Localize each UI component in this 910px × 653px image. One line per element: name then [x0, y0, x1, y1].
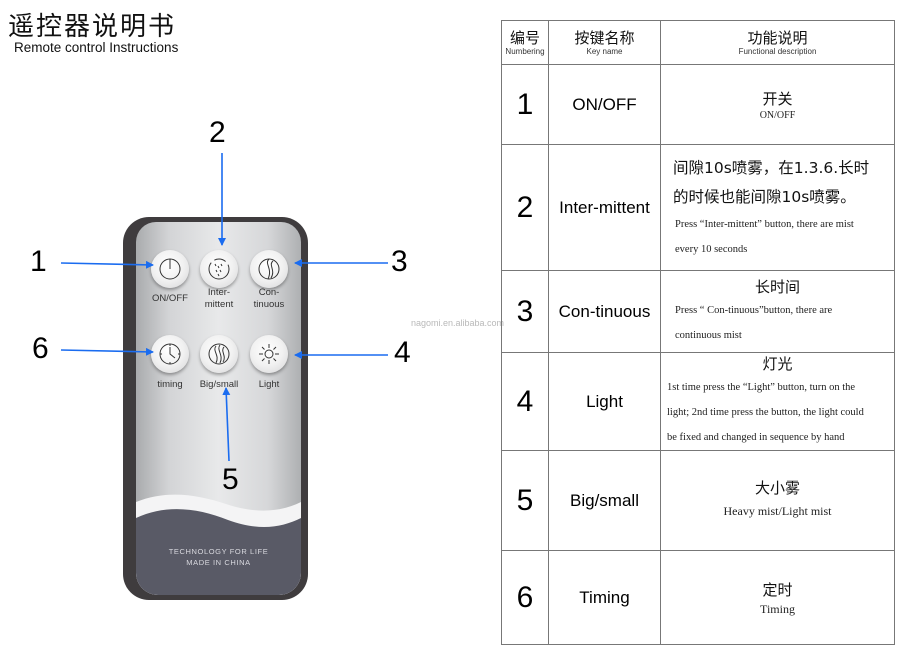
row-number: 4: [501, 352, 549, 451]
row-number: 5: [501, 450, 549, 551]
row-description: 长时间 Press “ Con-tinuous”button, there ar…: [660, 270, 895, 353]
remote-origin: MADE IN CHINA: [186, 558, 251, 567]
row-number: 1: [501, 64, 549, 145]
row-key-name: Timing: [548, 550, 661, 645]
remote-slogan: TECHNOLOGY FOR LIFE: [168, 547, 269, 556]
callout-2: 2: [209, 116, 226, 149]
row-key-name: Big/small: [548, 450, 661, 551]
big-small-label: Big/small: [199, 379, 239, 390]
remote-control-face: ON/OFF Inter-mittent Con-tinuous timing …: [136, 222, 301, 595]
row-key-name: Light: [548, 352, 661, 451]
power-icon: [159, 258, 181, 280]
on-off-button[interactable]: [151, 250, 189, 288]
table-row: 4 Light 灯光 1st time press the “Light” bu…: [501, 352, 895, 451]
remote-control-body: ON/OFF Inter-mittent Con-tinuous timing …: [123, 217, 308, 600]
intermittent-label: Inter-mittent: [204, 287, 234, 310]
continuous-button[interactable]: [250, 250, 288, 288]
callout-6: 6: [32, 332, 49, 365]
page-title-chinese: 遥控器说明书: [8, 12, 177, 42]
table-row: 3 Con-tinuous 长时间 Press “ Con-tinuous”bu…: [501, 270, 895, 353]
table-row: 2 Inter-mittent 间隙10s喷雾，在1.3.6.长时 的时候也能间…: [501, 144, 895, 271]
callout-5: 5: [222, 463, 239, 496]
intermittent-mist-icon: [208, 258, 230, 280]
light-button[interactable]: [250, 335, 288, 373]
row-key-name: Con-tinuous: [548, 270, 661, 353]
row-description: 间隙10s喷雾，在1.3.6.长时 的时候也能间隙10s喷雾。 Press “I…: [660, 144, 895, 271]
callout-4: 4: [394, 336, 411, 369]
clock-icon: [159, 343, 181, 365]
page-title-english: Remote control Instructions: [14, 40, 179, 55]
row-number: 6: [501, 550, 549, 645]
big-small-mist-icon: [208, 343, 230, 365]
sun-icon: [259, 344, 279, 364]
watermark: nagomi.en.alibaba.com: [411, 318, 505, 328]
row-number: 2: [501, 144, 549, 271]
row-description: 灯光 1st time press the “Light” button, tu…: [660, 352, 895, 451]
continuous-label: Con-tinuous: [253, 287, 285, 310]
light-label: Light: [258, 379, 280, 390]
row-key-name: Inter-mittent: [548, 144, 661, 271]
continuous-mist-icon: [258, 258, 280, 280]
row-key-name: ON/OFF: [548, 64, 661, 145]
intermittent-button[interactable]: [200, 250, 238, 288]
timing-button[interactable]: [151, 335, 189, 373]
remote-bottom-panel: [136, 494, 301, 595]
callout-3: 3: [391, 245, 408, 278]
callout-1: 1: [30, 245, 47, 278]
row-number: 3: [501, 270, 549, 353]
timing-label: timing: [157, 379, 183, 390]
big-small-button[interactable]: [200, 335, 238, 373]
on-off-label: ON/OFF: [152, 293, 188, 304]
